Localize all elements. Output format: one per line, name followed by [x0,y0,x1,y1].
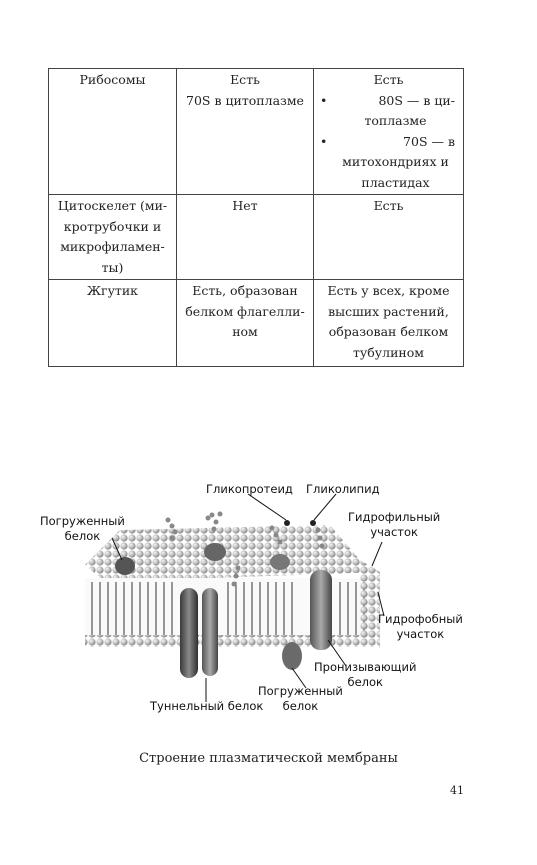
label-transmembrane: Пронизывающий белок [314,660,417,689]
list-item: 80S — в ци- топлазме [318,91,459,132]
list-item: 70S — в митохондриях и пластидах [318,132,459,194]
integral-protein-bottom [282,642,302,670]
label-glycoprotein: Гликопротеид [206,482,293,496]
bottom-lipid-layer [85,635,375,647]
integral-protein-left [115,557,135,575]
label-tunnel-protein: Туннельный белок [150,699,264,713]
row-feature-ribosomes: Рибосомы [48,68,177,195]
label-hydrophobic: Гидрофобный участок [378,612,463,641]
label-integral-protein-bottom: Погруженный белок [258,684,343,713]
table-row: Цитоскелет (ми- кротрубочки и микрофилам… [48,194,464,280]
label-hydrophilic: Гидрофильный участок [348,510,441,539]
ribosome-bullet-list: 80S — в ци- топлазме 70S — в митохондрия… [318,91,459,194]
cell-text: Есть 70S в цитоплазме [186,72,304,108]
membrane-figure: Гликопротеид Гликолипид Погруженный бело… [0,470,537,720]
row-feature-cytoskeleton: Цитоскелет (ми- кротрубочки и микрофилам… [48,194,177,280]
tunnel-protein [180,588,198,678]
bullet-line: 70S — в [403,133,455,149]
top-lipid-surface [85,560,380,582]
row-prokaryote-flagellum: Есть, образован белком флагелли- ном [176,279,314,367]
row-feature-flagellum: Жгутик [48,279,177,367]
row-prokaryote-ribosomes: Есть 70S в цитоплазме [176,68,314,195]
row-eukaryote-cytoskeleton: Есть [313,194,464,280]
cell-text: Рибосомы [79,72,146,87]
glycan-chains [165,511,325,587]
table-row: Жгутик Есть, образован белком флагелли- … [48,279,464,367]
bullet-line: 80S — в ци- [378,92,455,108]
bullet-line: митохондриях и пластидах [342,154,449,190]
leader-lines [111,493,385,702]
row-eukaryote-ribosomes: Есть 80S — в ци- топлазме 70S — в митохо… [313,68,464,195]
row-prokaryote-cytoskeleton: Нет [176,194,314,280]
page-number: 41 [450,784,464,797]
label-integral-protein-left: Погруженный белок [40,514,125,543]
figure-caption: Строение плазматической мембраны [139,751,398,766]
transmembrane-protein [310,570,332,650]
comparison-table: Рибосомы Есть 70S в цитоплазме Есть 80S … [48,68,464,367]
table-row: Рибосомы Есть 70S в цитоплазме Есть 80S … [48,68,464,195]
bullet-line: топлазме [364,113,427,128]
eukaryote-ribosome-heading: Есть [373,72,404,87]
label-glycolipid: Гликолипид [306,482,380,496]
row-eukaryote-flagellum: Есть у всех, кроме высших растений, обра… [313,279,464,367]
membrane-illustration [85,493,385,702]
